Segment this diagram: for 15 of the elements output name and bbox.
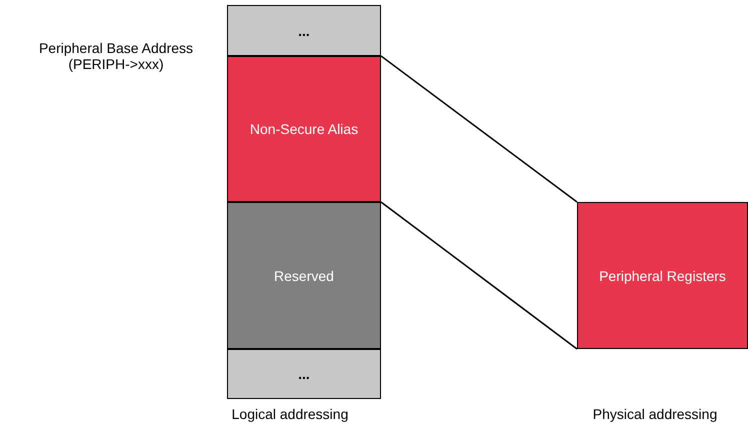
section-caption: Physical addressing (592, 406, 718, 422)
mapping-line (380, 201, 578, 350)
memory-segment (227, 5, 381, 56)
segment-label: Peripheral Registers (599, 268, 726, 284)
segment-label: Reserved (274, 268, 334, 284)
memory-segment (227, 202, 381, 349)
section-caption: Logical addressing (230, 406, 350, 422)
memory-segment (227, 56, 381, 202)
segment-label: Non-Secure Alias (250, 121, 358, 137)
register-block (577, 202, 748, 349)
segment-label: ... (298, 366, 310, 382)
mapping-line (380, 55, 578, 203)
address-label: Peripheral Base Address (PERIPH->xxx) (38, 40, 194, 72)
memory-segment (227, 349, 381, 399)
segment-label: ... (298, 22, 310, 38)
